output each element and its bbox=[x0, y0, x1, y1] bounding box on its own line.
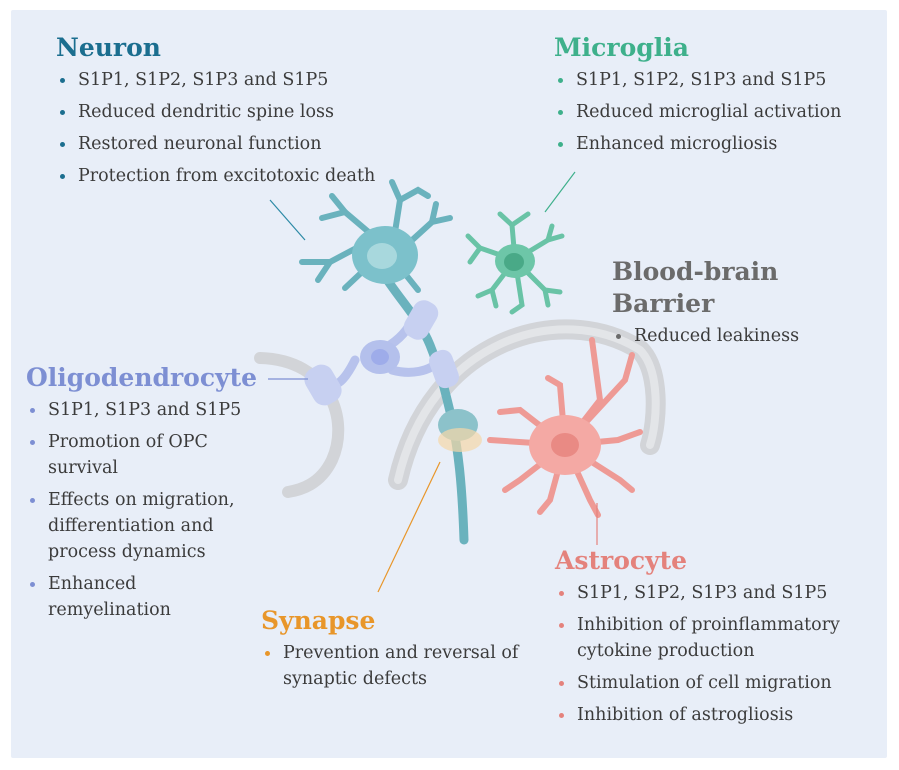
list-item: Promotion of OPC survival bbox=[26, 429, 261, 481]
list-item: Enhanced remyelination bbox=[26, 571, 261, 623]
oligodendrocyte-cell bbox=[304, 300, 459, 406]
synapse-section: Synapse Prevention and reversal of synap… bbox=[261, 605, 531, 698]
neuron-list: S1P1, S1P2, S1P3 and S1P5 Reduced dendri… bbox=[56, 67, 436, 189]
neuron-nucleus bbox=[367, 243, 397, 269]
list-item: Reduced microglial activation bbox=[554, 99, 884, 125]
synapse-cleft bbox=[438, 428, 482, 452]
neuron-title: Neuron bbox=[56, 33, 161, 62]
microglia-nucleus bbox=[504, 253, 524, 271]
list-item: Protection from excitotoxic death bbox=[56, 163, 436, 189]
list-item: S1P1, S1P2, S1P3 and S1P5 bbox=[555, 580, 880, 606]
synapse-title: Synapse bbox=[261, 606, 376, 635]
oligodendrocyte-section: Oligodendrocyte S1P1, S1P3 and S1P5 Prom… bbox=[26, 362, 261, 629]
synapse-leader-line bbox=[377, 461, 441, 593]
list-item: S1P1, S1P2, S1P3 and S1P5 bbox=[56, 67, 436, 93]
list-item: Restored neuronal function bbox=[56, 131, 436, 157]
microglia-section: Microglia S1P1, S1P2, S1P3 and S1P5 Redu… bbox=[554, 32, 884, 163]
astrocyte-list: S1P1, S1P2, S1P3 and S1P5 Inhibition of … bbox=[555, 580, 880, 728]
neuron-dendrites bbox=[299, 179, 453, 293]
list-item: Reduced leakiness bbox=[612, 323, 884, 349]
oligodendrocyte-list: S1P1, S1P3 and S1P5 Promotion of OPC sur… bbox=[26, 397, 261, 623]
astrocyte-section: Astrocyte S1P1, S1P2, S1P3 and S1P5 Inhi… bbox=[555, 545, 880, 734]
list-item: S1P1, S1P2, S1P3 and S1P5 bbox=[554, 67, 884, 93]
microglia-title: Microglia bbox=[554, 33, 689, 62]
list-item: Stimulation of cell migration bbox=[555, 670, 880, 696]
neuron-leader-line bbox=[269, 199, 306, 241]
list-item: Prevention and reversal of synaptic defe… bbox=[261, 640, 531, 692]
synapse-list: Prevention and reversal of synaptic defe… bbox=[261, 640, 531, 692]
bbb-section: Blood-brain Barrier Reduced leakiness bbox=[612, 256, 884, 355]
list-item: Inhibition of astrogliosis bbox=[555, 702, 880, 728]
oligodendrocyte-title: Oligodendrocyte bbox=[26, 363, 258, 392]
list-item: S1P1, S1P3 and S1P5 bbox=[26, 397, 261, 423]
astrocyte-title: Astrocyte bbox=[555, 546, 688, 575]
neuron-section: Neuron S1P1, S1P2, S1P3 and S1P5 Reduced… bbox=[56, 32, 436, 195]
list-item: Enhanced microgliosis bbox=[554, 131, 884, 157]
microglia-leader-line bbox=[544, 171, 576, 213]
axon-myelin-tube bbox=[254, 352, 345, 498]
bbb-list: Reduced leakiness bbox=[612, 323, 884, 349]
list-item: Inhibition of proinflammatory cytokine p… bbox=[555, 612, 880, 664]
list-item: Effects on migration, differentiation an… bbox=[26, 487, 261, 565]
blood-vessel-highlight bbox=[394, 325, 660, 484]
astrocyte-nucleus bbox=[551, 433, 579, 457]
bbb-title: Blood-brain Barrier bbox=[612, 257, 779, 318]
microglia-list: S1P1, S1P2, S1P3 and S1P5 Reduced microg… bbox=[554, 67, 884, 157]
list-item: Reduced dendritic spine loss bbox=[56, 99, 436, 125]
